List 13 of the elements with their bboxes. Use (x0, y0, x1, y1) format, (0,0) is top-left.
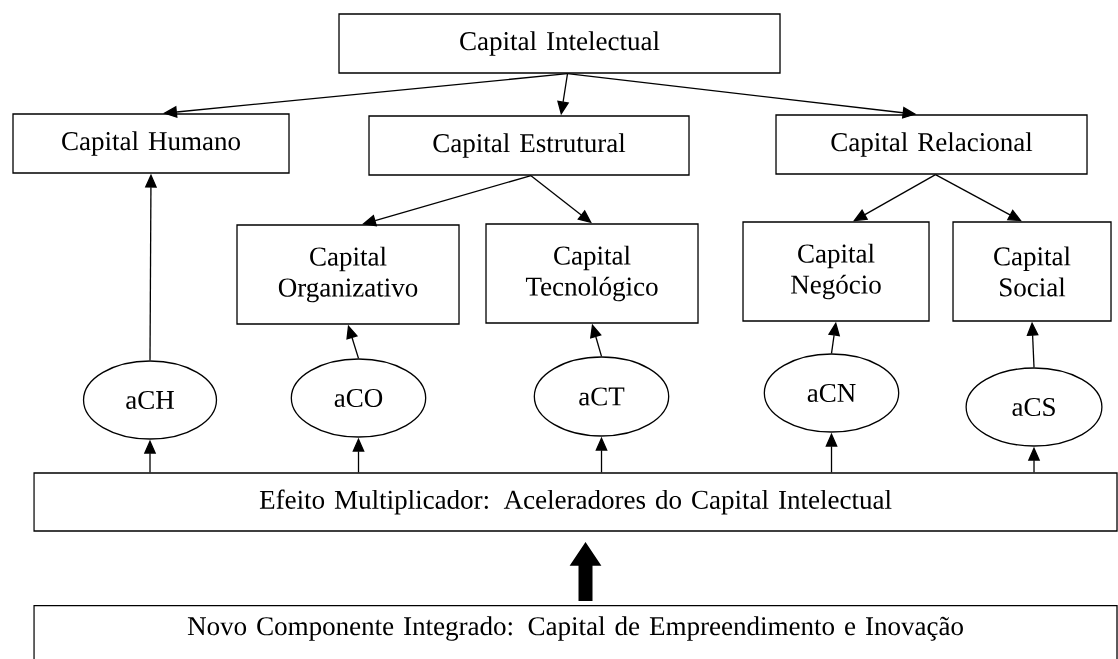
banner-box: Novo Componente Integrado: Capital de Empreendimento e Inovação (33, 605, 1118, 659)
arrow (934, 174, 1022, 222)
arrow (362, 175, 532, 227)
concept-box: Capital Organizativo (236, 224, 460, 325)
banner-box: Efeito Multiplicador: Aceleradores do Capital Intelectual (33, 472, 1118, 532)
concept-box: Capital Humano (12, 113, 290, 174)
concept-box: Capital Tecnológico (485, 223, 699, 324)
arrow (853, 174, 937, 222)
concept-box: Capital Social (952, 221, 1112, 322)
concept-box: Capital Relacional (775, 114, 1088, 175)
concept-box: Capital Estrutural (368, 115, 690, 176)
concept-box: Capital Intelectual (338, 13, 781, 74)
concept-box: Capital Negócio (742, 221, 930, 322)
